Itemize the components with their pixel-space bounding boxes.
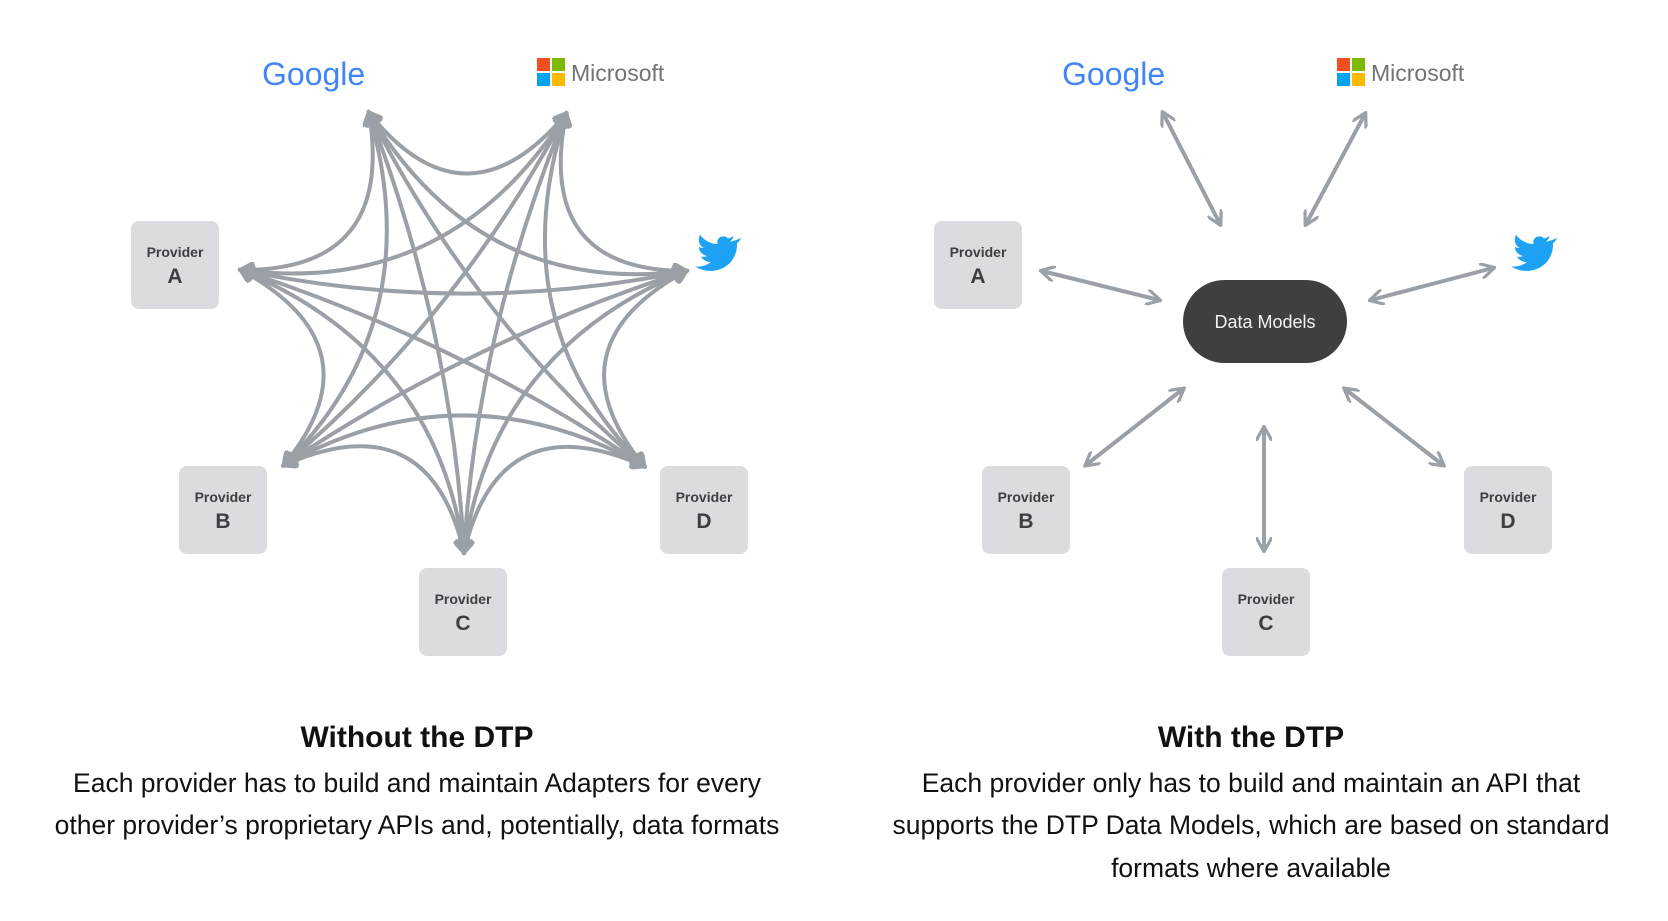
twitter-icon (1511, 235, 1557, 271)
with-dtp-title: With the DTP (1157, 721, 1345, 754)
svg-text:A: A (167, 265, 182, 288)
hub-arrows (1042, 113, 1493, 550)
provider-box-b: Provider B (179, 466, 267, 554)
arrow-hub-provider-d (1345, 389, 1443, 465)
without-dtp-description: Each provider has to build and maintain … (54, 768, 780, 841)
mesh-arrow-21 (241, 270, 326, 465)
microsoft-logo: Microsoft (1337, 58, 1465, 86)
mesh-diagram: Google Microsoft Provider A Provider B P… (131, 56, 748, 656)
mesh-arrow-17 (284, 413, 644, 466)
with-dtp-caption: With the DTP Each provider only has to b… (874, 720, 1628, 889)
arrow-hub-provider-b (1086, 389, 1183, 465)
google-logo: Google (1062, 56, 1165, 92)
arrow-twitter-hub (1371, 268, 1493, 300)
svg-text:Data Models: Data Models (1214, 312, 1315, 332)
svg-text:A: A (970, 265, 985, 288)
microsoft-logo: Microsoft (537, 58, 665, 86)
svg-text:Provider: Provider (950, 244, 1007, 260)
connection-arrows (241, 113, 686, 552)
svg-text:Provider: Provider (1238, 591, 1295, 607)
provider-box-d: Provider D (660, 466, 748, 554)
without-dtp-title: Without the DTP (300, 721, 534, 754)
svg-text:D: D (696, 510, 711, 533)
svg-text:D: D (1500, 510, 1515, 533)
mesh-arrow-6 (241, 113, 373, 270)
mesh-arrow-16 (464, 444, 644, 552)
svg-text:Provider: Provider (676, 489, 733, 505)
with-dtp-description: Each provider only has to build and main… (892, 768, 1610, 883)
without-dtp-panel: Google Microsoft Provider A Provider B P… (40, 56, 794, 847)
svg-text:Microsoft: Microsoft (571, 60, 665, 86)
svg-text:Provider: Provider (435, 591, 492, 607)
provider-box-a: Provider A (131, 221, 219, 309)
svg-text:B: B (1018, 510, 1033, 533)
provider-box-c: Provider C (1222, 568, 1310, 656)
svg-text:Provider: Provider (195, 489, 252, 505)
twitter-icon (695, 235, 741, 271)
mesh-arrow-7 (561, 114, 686, 271)
svg-text:Provider: Provider (147, 244, 204, 260)
google-logo: Google (262, 56, 365, 92)
svg-text:B: B (215, 510, 230, 533)
data-models-hub: Data Models (1183, 280, 1347, 363)
svg-text:C: C (455, 612, 470, 635)
provider-box-c: Provider C (419, 568, 507, 656)
svg-text:Provider: Provider (998, 489, 1055, 505)
arrow-microsoft-hub (1306, 114, 1365, 224)
arrow-provider-a-hub (1042, 271, 1159, 300)
provider-box-b: Provider B (982, 466, 1070, 554)
without-dtp-caption: Without the DTP Each provider has to bui… (40, 720, 794, 847)
with-dtp-panel: Data Models Google Microsoft Provider A … (834, 0, 1668, 921)
arrow-google-hub (1163, 113, 1220, 224)
provider-box-a: Provider A (934, 221, 1022, 309)
svg-text:C: C (1258, 612, 1273, 635)
provider-box-d: Provider D (1464, 466, 1552, 554)
svg-text:Microsoft: Microsoft (1371, 60, 1465, 86)
mesh-arrow-19 (284, 444, 464, 552)
hub-diagram: Data Models Google Microsoft Provider A … (934, 56, 1557, 656)
svg-text:Provider: Provider (1480, 489, 1537, 505)
